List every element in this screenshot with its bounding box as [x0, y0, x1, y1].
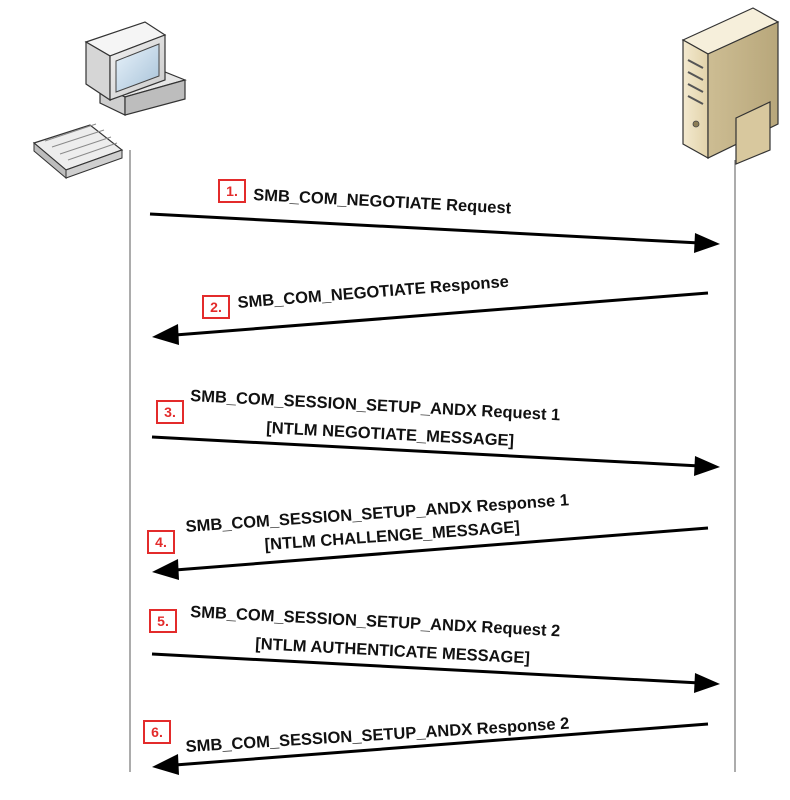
step-badge-5: 5. — [149, 609, 177, 633]
message-1: 1. SMB_COM_NEGOTIATE Request — [149, 179, 720, 253]
svg-text:6.: 6. — [151, 724, 163, 740]
step-badge-1: 1. — [218, 179, 246, 203]
arrowhead-4 — [152, 559, 179, 580]
arrow-3 — [151, 435, 701, 468]
step-badge-6: 6. — [143, 720, 171, 744]
message-1-label: SMB_COM_NEGOTIATE Request — [253, 186, 512, 218]
message-4: 4. SMB_COM_SESSION_SETUP_ANDX Response 1… — [147, 491, 709, 580]
svg-text:5.: 5. — [157, 613, 169, 629]
step-badge-4: 4. — [147, 530, 175, 554]
arrow-4 — [174, 526, 709, 572]
arrow-1 — [149, 212, 701, 245]
arrow-5 — [151, 652, 701, 685]
arrowhead-2 — [152, 324, 179, 345]
arrowhead-3 — [694, 456, 720, 476]
messages-group: 1. SMB_COM_NEGOTIATE Request 2. SMB_COM_… — [143, 179, 720, 775]
message-3: 3. SMB_COM_SESSION_SETUP_ANDX Request 1 … — [151, 387, 720, 476]
arrowhead-6 — [152, 754, 179, 775]
message-2: 2. SMB_COM_NEGOTIATE Response — [152, 273, 709, 345]
arrow-2 — [174, 291, 709, 337]
message-2-label: SMB_COM_NEGOTIATE Response — [237, 273, 510, 312]
svg-text:3.: 3. — [164, 404, 176, 420]
server-tower-icon — [681, 7, 780, 165]
step-badge-3: 3. — [156, 400, 184, 424]
message-5: 5. SMB_COM_SESSION_SETUP_ANDX Request 2 … — [149, 603, 720, 693]
arrowhead-1 — [694, 233, 720, 253]
svg-text:4.: 4. — [155, 534, 167, 550]
desktop-computer-icon — [32, 21, 187, 180]
message-5-label-line1: SMB_COM_SESSION_SETUP_ANDX Request 2 — [190, 603, 561, 640]
arrow-6 — [174, 722, 709, 767]
step-badge-2: 2. — [202, 295, 230, 319]
arrowhead-5 — [694, 673, 720, 693]
message-6: 6. SMB_COM_SESSION_SETUP_ANDX Response 2 — [143, 715, 709, 775]
message-3-label-line1: SMB_COM_SESSION_SETUP_ANDX Request 1 — [190, 387, 561, 424]
svg-text:1.: 1. — [226, 183, 238, 199]
svg-text:2.: 2. — [210, 299, 222, 315]
